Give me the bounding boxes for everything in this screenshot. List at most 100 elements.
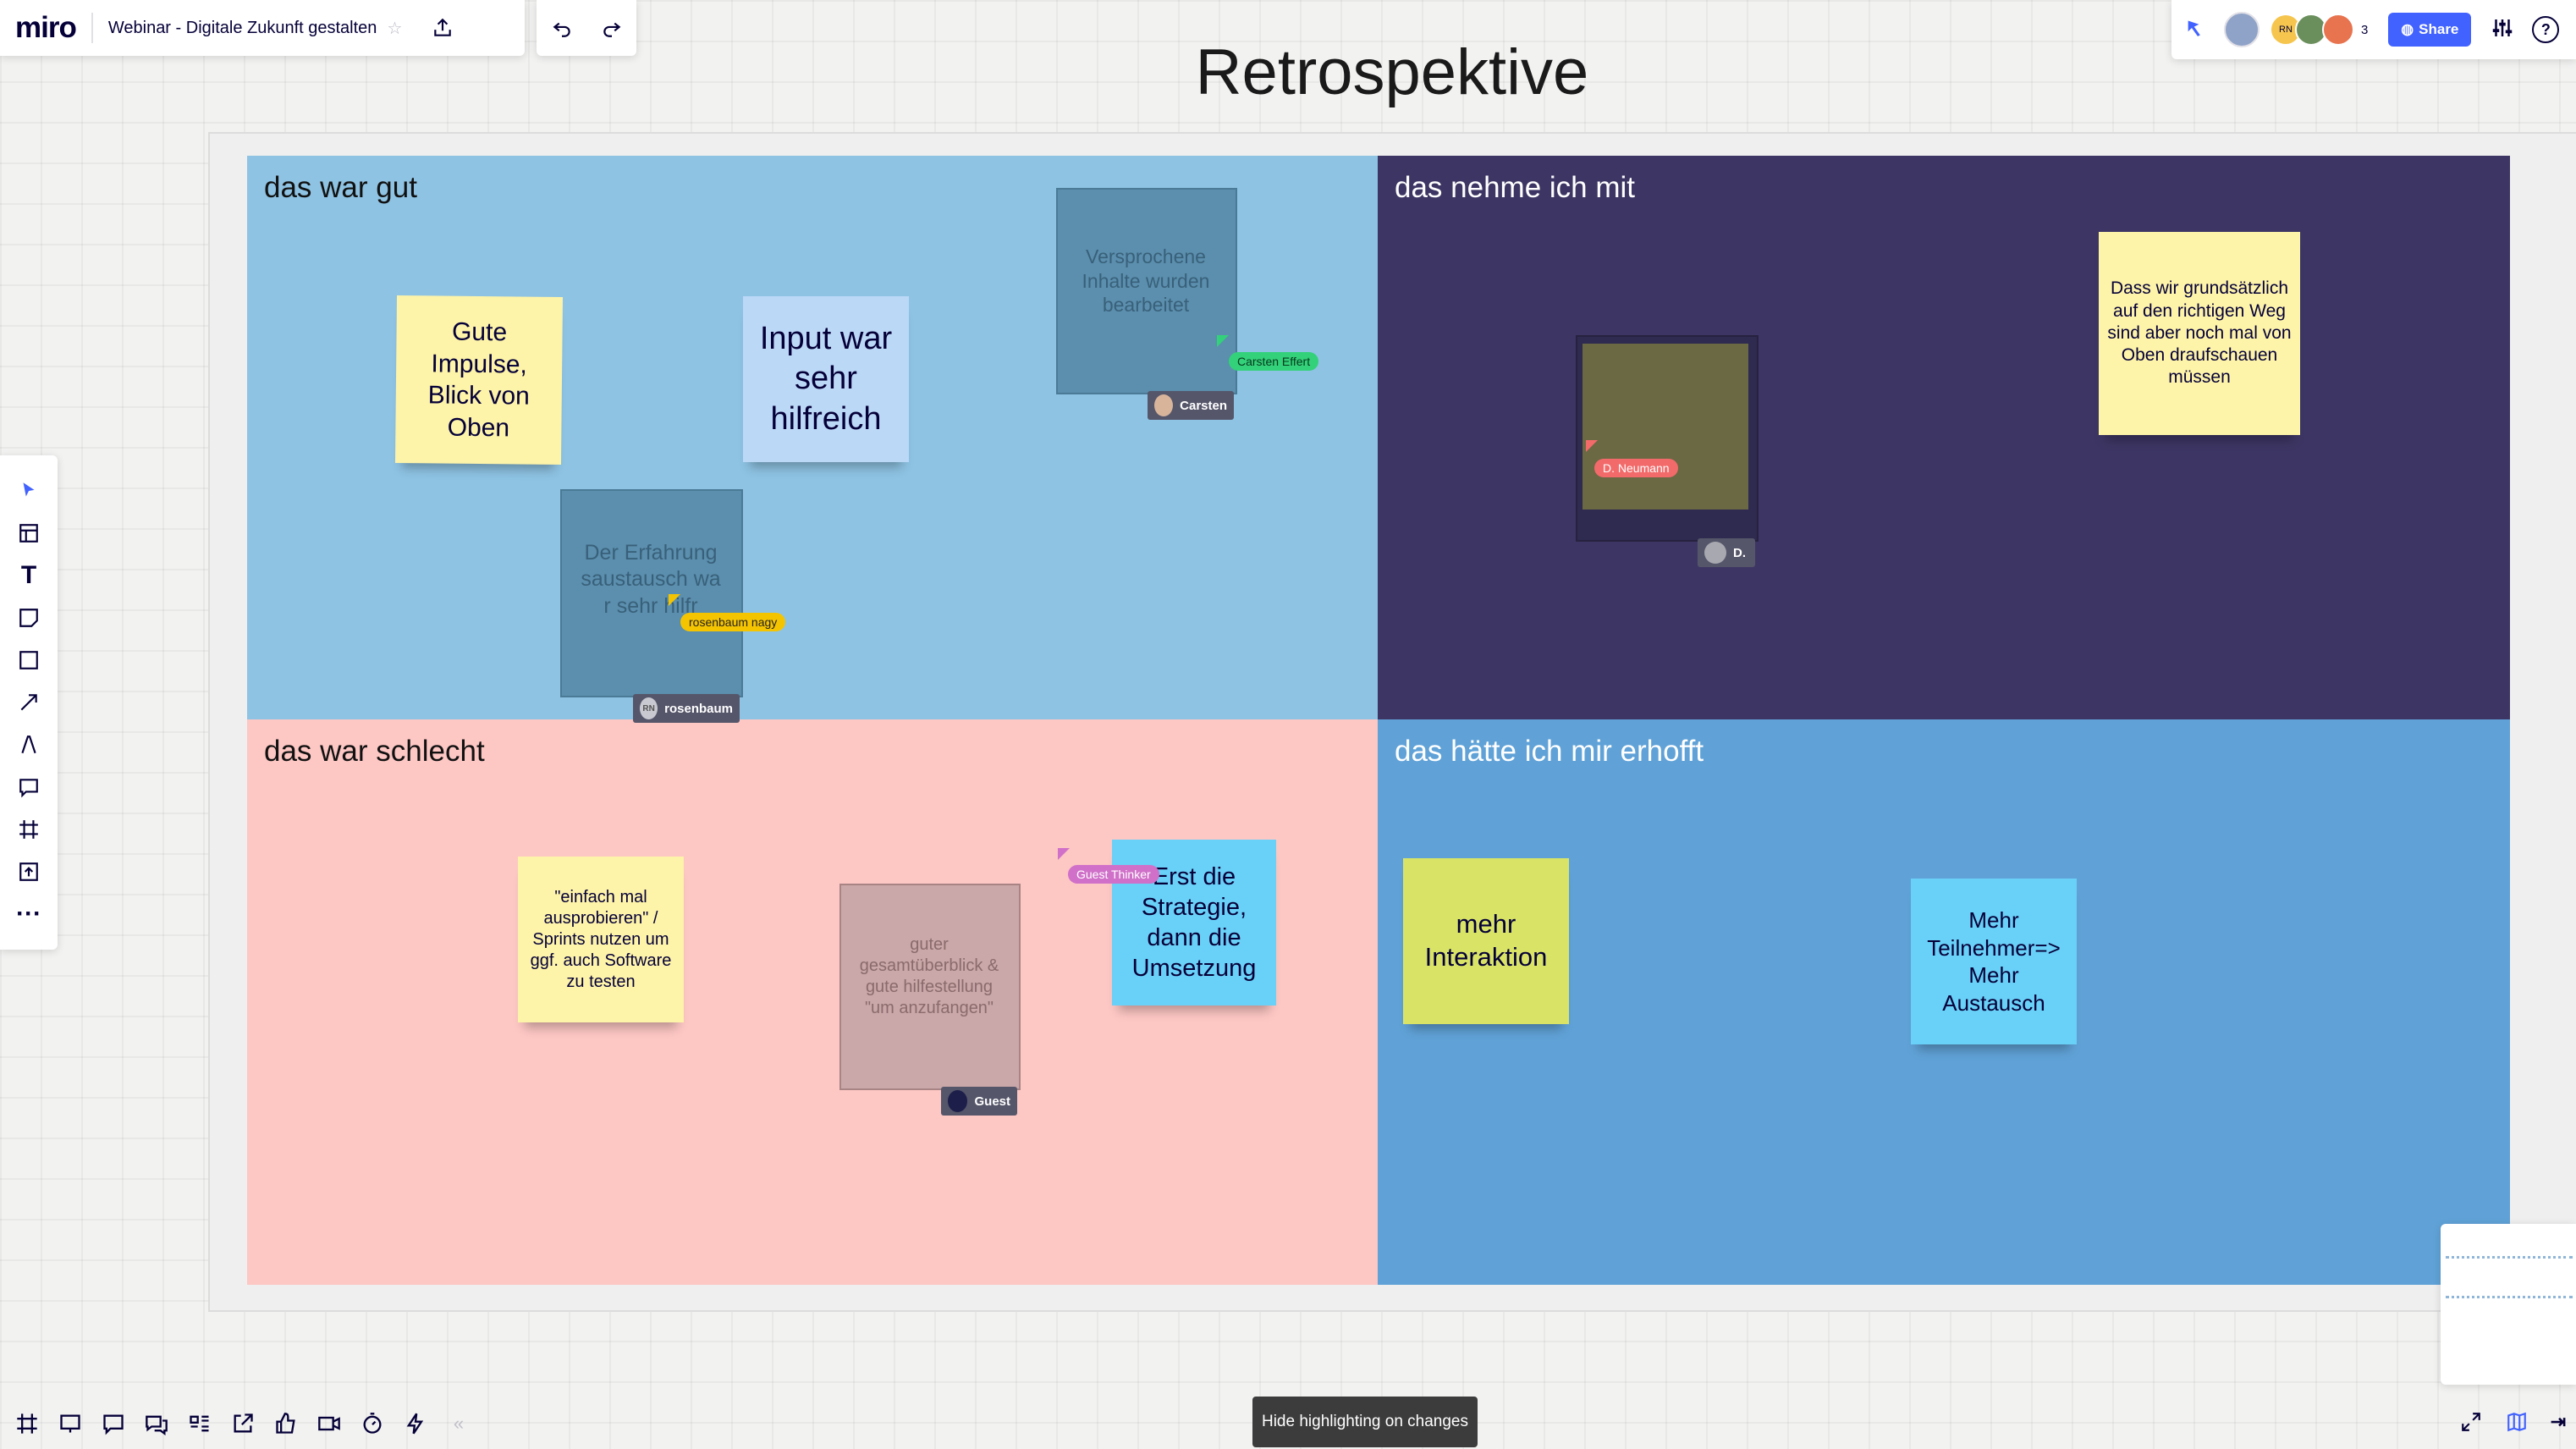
video-call-button[interactable]: [311, 1405, 348, 1442]
avatar: [1154, 394, 1174, 416]
collapse-toolbar-button[interactable]: «: [440, 1405, 477, 1442]
sticky-text: Der Erfahrungsaustausch war sehr hilfr: [581, 541, 721, 618]
reactions-icon[interactable]: [2183, 14, 2212, 47]
chat-button[interactable]: [138, 1405, 175, 1442]
thumbs-up-icon: [274, 1412, 298, 1435]
undo-redo-panel: [537, 0, 636, 56]
avatar[interactable]: [2224, 12, 2260, 47]
sticky-note-tool[interactable]: [9, 598, 48, 637]
sticky-note[interactable]: mehr Interaktion: [1403, 858, 1569, 1024]
collapse-panel-button[interactable]: ⇥: [2546, 1405, 2571, 1439]
upload-tool[interactable]: [9, 852, 48, 891]
help-icon[interactable]: ?: [2532, 16, 2560, 43]
frame-icon: [15, 1412, 39, 1435]
map-icon: [2506, 1411, 2528, 1433]
frames-button[interactable]: [8, 1405, 46, 1442]
cursor-icon: [1586, 440, 1598, 452]
board-header: miro Webinar - Digitale Zukunft gestalte…: [0, 0, 525, 56]
settings-sliders-icon[interactable]: [2490, 15, 2515, 45]
pen-tool[interactable]: [9, 725, 48, 764]
bottom-toolbar: «: [8, 1405, 477, 1442]
toggle-minimap-button[interactable]: [2500, 1405, 2534, 1439]
cursor-label: rosenbaum nagy: [680, 613, 786, 631]
frame-tool[interactable]: [9, 810, 48, 849]
quadrant-title: das nehme ich mit: [1395, 171, 1636, 204]
sticky-note[interactable]: Der Erfahrungsaustausch war sehr hilfr: [572, 499, 729, 660]
sticky-note[interactable]: "einfach mal ausprobieren" / Sprints nut…: [518, 857, 684, 1022]
hide-highlighting-button[interactable]: Hide highlighting on changes: [1252, 1397, 1478, 1447]
external-link-icon: [231, 1412, 255, 1435]
chat-icon: [145, 1412, 168, 1435]
editor-name: rosenbaum: [664, 701, 733, 716]
cards-button[interactable]: [181, 1405, 218, 1442]
collaborator-count: 3: [2361, 22, 2369, 37]
presentation-icon: [58, 1412, 82, 1435]
fit-to-screen-button[interactable]: [2454, 1405, 2488, 1439]
comments-button[interactable]: [95, 1405, 132, 1442]
text-icon: T: [20, 561, 37, 589]
sticky-note[interactable]: Input war sehr hilfreich: [743, 296, 909, 462]
lightning-icon: [404, 1412, 427, 1435]
pointer-icon: [18, 480, 40, 502]
comment-tool[interactable]: [9, 768, 48, 807]
undo-button[interactable]: [543, 9, 581, 47]
cursor-label: Guest Thinker: [1068, 865, 1159, 884]
collaboration-panel: RN 3 ◍Share ?: [2171, 0, 2576, 59]
sticky-text: guter gesamtüberblick & gute hilfestellu…: [859, 935, 999, 1017]
cursor-icon: [1058, 848, 1070, 860]
sticky-note[interactable]: guter gesamtüberblick & gute hilfestellu…: [850, 894, 1009, 1060]
sticky-note[interactable]: [1582, 344, 1748, 510]
sticky-text: Input war sehr hilfreich: [759, 320, 893, 437]
editor-tag: D.: [1698, 538, 1755, 567]
star-icon[interactable]: ☆: [387, 19, 403, 38]
cursor-icon: [669, 594, 680, 606]
avatar: RN: [640, 697, 658, 719]
sticky-note[interactable]: Gute Impulse, Blick von Oben: [394, 295, 564, 466]
share-label: Share: [2419, 21, 2459, 37]
sticky-text: Mehr Teilnehmer=> Mehr Austausch: [1927, 907, 2061, 1016]
redo-button[interactable]: [593, 9, 630, 47]
sticky-text: Erst die Strategie, dann die Umsetzung: [1131, 862, 1257, 983]
comment-icon: [18, 776, 40, 798]
shape-tool[interactable]: [9, 641, 48, 680]
sticky-note[interactable]: Mehr Teilnehmer=> Mehr Austausch: [1911, 879, 2077, 1044]
minimap[interactable]: [2441, 1224, 2576, 1385]
sticky-text: Gute Impulse, Blick von Oben: [427, 317, 530, 442]
minimap-preview: [2446, 1256, 2573, 1298]
avatar: [1704, 542, 1726, 564]
editing-overlay: [839, 884, 1021, 1090]
sticky-note[interactable]: Versprochene Inhalte wurden bearbeitet: [1068, 196, 1224, 366]
board-title: Retrospektive: [1195, 36, 1589, 108]
creation-toolbar: T ···: [0, 455, 58, 950]
quadrant-title: das war schlecht: [264, 735, 485, 768]
editor-tag: Guest: [941, 1087, 1017, 1116]
quadrant-title: das war gut: [264, 171, 417, 204]
editor-name: Carsten: [1180, 398, 1227, 413]
apps-button[interactable]: [397, 1405, 434, 1442]
board-name[interactable]: Webinar - Digitale Zukunft gestalten: [107, 18, 377, 37]
avatar: [2322, 14, 2354, 46]
share-button[interactable]: ◍Share: [2388, 13, 2472, 47]
templates-tool[interactable]: [9, 514, 48, 553]
export-button[interactable]: [426, 11, 460, 45]
pen-icon: [18, 734, 40, 756]
sticky-note-icon: [18, 607, 40, 629]
arrow-line-icon: [18, 691, 40, 713]
more-tools-button[interactable]: ···: [9, 895, 48, 934]
sticky-note[interactable]: Dass wir grundsätzlich auf den richtigen…: [2099, 232, 2300, 435]
template-icon: [18, 522, 40, 544]
presentation-button[interactable]: [52, 1405, 89, 1442]
miro-logo[interactable]: miro: [15, 11, 77, 44]
timer-icon: [361, 1412, 384, 1435]
frame-icon: [18, 818, 40, 840]
editor-name: D.: [1733, 545, 1746, 560]
voting-button[interactable]: [267, 1405, 305, 1442]
text-tool[interactable]: T: [9, 556, 48, 595]
connection-line-tool[interactable]: [9, 683, 48, 722]
select-tool[interactable]: [9, 471, 48, 510]
redo-icon: [601, 17, 623, 39]
timer-button[interactable]: [354, 1405, 391, 1442]
collaborator-avatars[interactable]: RN 3: [2271, 14, 2368, 46]
collapse-icon: ⇥: [2550, 1411, 2567, 1432]
share-screen-button[interactable]: [224, 1405, 261, 1442]
